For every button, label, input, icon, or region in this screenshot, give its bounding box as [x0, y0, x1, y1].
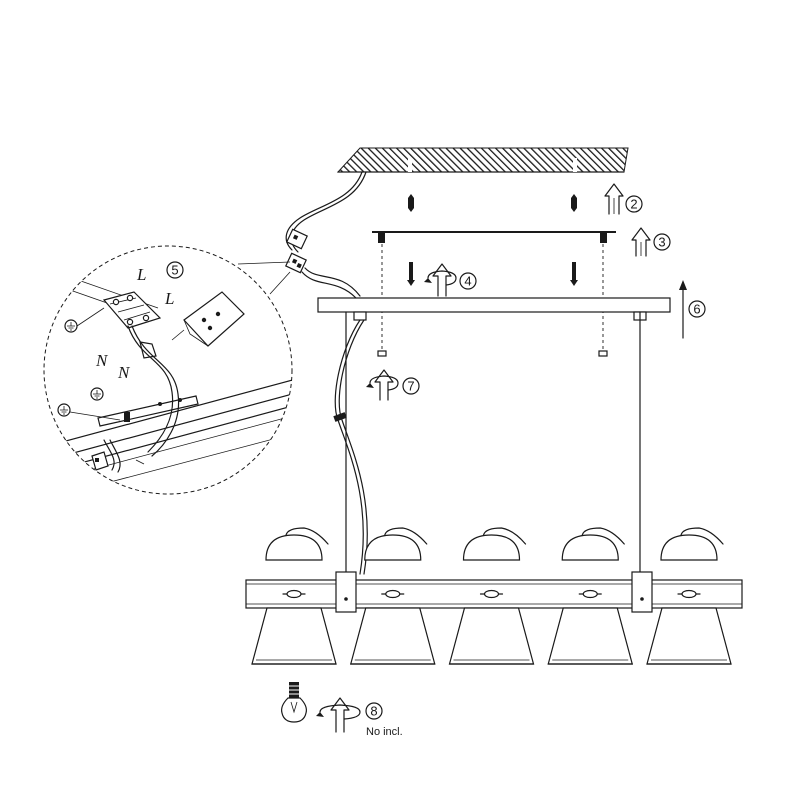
- beam-connector-right: [631, 571, 653, 613]
- step-4-number: 4: [464, 274, 471, 289]
- canopy-bar: [317, 297, 671, 321]
- step-4-marker: 4: [459, 272, 477, 290]
- step-2-marker: 2: [625, 195, 643, 213]
- step-2-arrow-icon: [604, 183, 624, 215]
- step-5-marker: 5: [166, 261, 184, 279]
- wiring-detail-zoom: L L N N: [43, 245, 293, 495]
- bulb-not-included-note: No incl.: [366, 726, 403, 738]
- lamp-shade: [448, 527, 535, 665]
- detail-ceiling-beam: [44, 377, 292, 491]
- wire-label-live-1: L: [136, 265, 146, 284]
- ceiling-hole-right: [573, 158, 577, 172]
- detail-connector: [91, 451, 109, 471]
- lamp-shade: [547, 527, 633, 665]
- zoom-leader-top: [237, 261, 291, 265]
- detail-junction-box: [171, 291, 245, 347]
- power-cord: [333, 319, 368, 575]
- lamp-shade: [646, 527, 732, 665]
- step-7-marker: 7: [402, 377, 420, 395]
- detail-terminal-block: [102, 291, 162, 359]
- shade-clamp-icon: [578, 589, 602, 599]
- beam-connector-left: [335, 571, 357, 613]
- ground-symbol-icon: [64, 307, 105, 333]
- step-8-number: 8: [370, 704, 377, 719]
- lamp-shade: [251, 527, 337, 665]
- shade-clamp-icon: [282, 589, 306, 599]
- step-6-number: 6: [693, 302, 700, 317]
- supply-cable: [284, 171, 367, 299]
- screw-right: [570, 262, 578, 286]
- ground-symbol-icon: [90, 387, 104, 401]
- step-7-number: 7: [407, 379, 414, 394]
- ceiling-hole-left: [408, 158, 412, 172]
- mounting-plate: [372, 231, 616, 357]
- step-8-marker: 8: [365, 702, 383, 720]
- detail-wires: [103, 325, 180, 473]
- wire-label-neutral-2: N: [117, 363, 131, 382]
- step-2-number: 2: [630, 197, 637, 212]
- terminal-block-lower: [284, 252, 308, 274]
- step-3-number: 3: [658, 235, 665, 250]
- step-3-marker: 3: [653, 233, 671, 251]
- detail-mounting-bracket: [97, 395, 199, 427]
- wall-plug-right: [571, 194, 577, 212]
- step-5-number: 5: [171, 263, 178, 278]
- zoom-leader-bottom: [269, 271, 291, 295]
- step-6-marker: 6: [688, 300, 706, 318]
- lamp-shade: [350, 527, 436, 665]
- shade-clamp-icon: [677, 589, 701, 599]
- step-3-arrow-icon: [631, 227, 651, 257]
- screw-left: [407, 262, 415, 286]
- wall-plug-left: [408, 194, 414, 212]
- terminal-block-upper: [285, 228, 309, 250]
- step-6-arrow-icon: [679, 280, 687, 339]
- wire-label-neutral-1: N: [95, 351, 109, 370]
- step-8-rotate-icon: [316, 697, 361, 733]
- step-4-rotate-icon: [424, 263, 457, 297]
- lamp-shades: [251, 527, 732, 665]
- shade-clamp-icon: [479, 589, 504, 599]
- detail-screw: [124, 412, 145, 465]
- step-7-rotate-icon: [366, 369, 399, 401]
- ground-symbol-icon: [57, 403, 121, 421]
- shade-clamp-icon: [381, 589, 405, 599]
- wire-label-live-2: L: [164, 289, 174, 308]
- light-bulb-icon: [281, 682, 307, 723]
- cord-clip: [333, 412, 347, 422]
- ceiling: [336, 147, 629, 173]
- detail-zoom-outline: [43, 245, 293, 495]
